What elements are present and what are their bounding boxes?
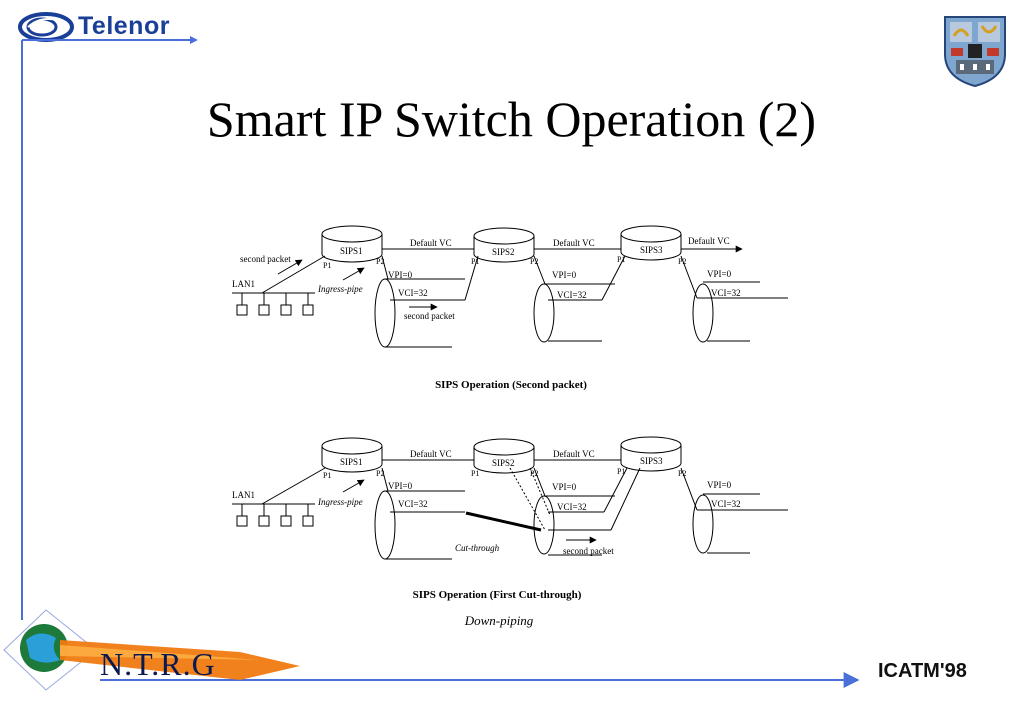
port-label: P2 bbox=[376, 469, 384, 478]
sips3-label: SIPS3 bbox=[640, 245, 663, 255]
port-label: P2 bbox=[678, 469, 686, 478]
default-vc-label: Default VC bbox=[688, 236, 730, 246]
port-label: P1 bbox=[471, 257, 479, 266]
second-packet-label: second packet bbox=[404, 311, 455, 321]
ntrg-wordmark: N.T.R.G bbox=[100, 646, 216, 682]
vci-label: VCI=32 bbox=[557, 502, 587, 512]
default-vc-label: Default VC bbox=[410, 449, 452, 459]
diagram-bottom: SIPS1 P1 P2 SIPS2 P1 P2 SIPS3 P1 P2 Defa… bbox=[232, 436, 788, 628]
port-label: P1 bbox=[617, 467, 625, 476]
conference-label: ICATM'98 bbox=[878, 660, 967, 682]
default-vc-label: Default VC bbox=[410, 238, 452, 248]
vpi-label: VPI=0 bbox=[552, 270, 577, 280]
lan-hosts bbox=[236, 504, 314, 527]
switch-sips3: SIPS3 P1 P2 bbox=[617, 436, 686, 478]
sips1-label: SIPS1 bbox=[340, 246, 363, 256]
diagram-subcaption: Down-piping bbox=[464, 613, 534, 628]
switch-sips2: SIPS2 P1 P2 bbox=[471, 227, 538, 266]
switch-sips1: SIPS1 P1 P2 bbox=[321, 437, 384, 480]
sips1-label: SIPS1 bbox=[340, 457, 363, 467]
vpi-label: VPI=0 bbox=[707, 269, 732, 279]
ntrg-logo bbox=[3, 609, 300, 691]
default-vc-label: Default VC bbox=[553, 238, 595, 248]
port-label: P2 bbox=[530, 257, 538, 266]
port-label: P1 bbox=[471, 469, 479, 478]
ingress-pipe-label: Ingress-pipe bbox=[317, 497, 363, 507]
diagram-top: SIPS1 P1 P2 SIPS2 P1 P2 SIPS3 P1 P2 D bbox=[232, 225, 788, 391]
second-packet-label: second packet bbox=[563, 546, 614, 556]
slide-frame-lines bbox=[21, 36, 860, 688]
port-label: P2 bbox=[376, 257, 384, 266]
cut-through-path bbox=[465, 511, 542, 532]
port-label: P1 bbox=[617, 255, 625, 264]
sips2-label: SIPS2 bbox=[492, 247, 515, 257]
vpi-label: VPI=0 bbox=[707, 480, 732, 490]
vpi-label: VPI=0 bbox=[388, 481, 413, 491]
sips3-label: SIPS3 bbox=[640, 456, 663, 466]
port-label: P2 bbox=[530, 469, 538, 478]
vci-label: VCI=32 bbox=[711, 288, 741, 298]
lan-label: LAN1 bbox=[232, 490, 255, 500]
vci-label: VCI=32 bbox=[557, 290, 587, 300]
lan-hosts bbox=[236, 293, 314, 316]
telenor-wordmark: Telenor bbox=[78, 12, 170, 40]
vpi-label: VPI=0 bbox=[388, 270, 413, 280]
sips2-label: SIPS2 bbox=[492, 458, 515, 468]
slide-title: Smart IP Switch Operation (2) bbox=[206, 91, 817, 147]
switch-sips3: SIPS3 P1 P2 bbox=[617, 225, 686, 266]
lan-label: LAN1 bbox=[232, 279, 255, 289]
vci-label: VCI=32 bbox=[398, 288, 428, 298]
port-label: P1 bbox=[323, 261, 331, 270]
diagram-caption: SIPS Operation (First Cut-through) bbox=[413, 589, 582, 601]
vci-label: VCI=32 bbox=[711, 499, 741, 509]
switch-sips2: SIPS2 P1 P2 bbox=[471, 438, 538, 478]
ingress-pipe-label: Ingress-pipe bbox=[317, 284, 363, 294]
cut-through-label: Cut-through bbox=[455, 543, 500, 553]
university-crest bbox=[942, 14, 1008, 88]
port-label: P1 bbox=[323, 471, 331, 480]
vci-label: VCI=32 bbox=[398, 499, 428, 509]
port-label: P2 bbox=[678, 257, 686, 266]
default-vc-label: Default VC bbox=[553, 449, 595, 459]
second-packet-label: second packet bbox=[240, 254, 291, 264]
diagram-caption: SIPS Operation (Second packet) bbox=[435, 379, 587, 391]
switch-sips1: SIPS1 P1 P2 bbox=[321, 225, 384, 270]
vpi-label: VPI=0 bbox=[552, 482, 577, 492]
